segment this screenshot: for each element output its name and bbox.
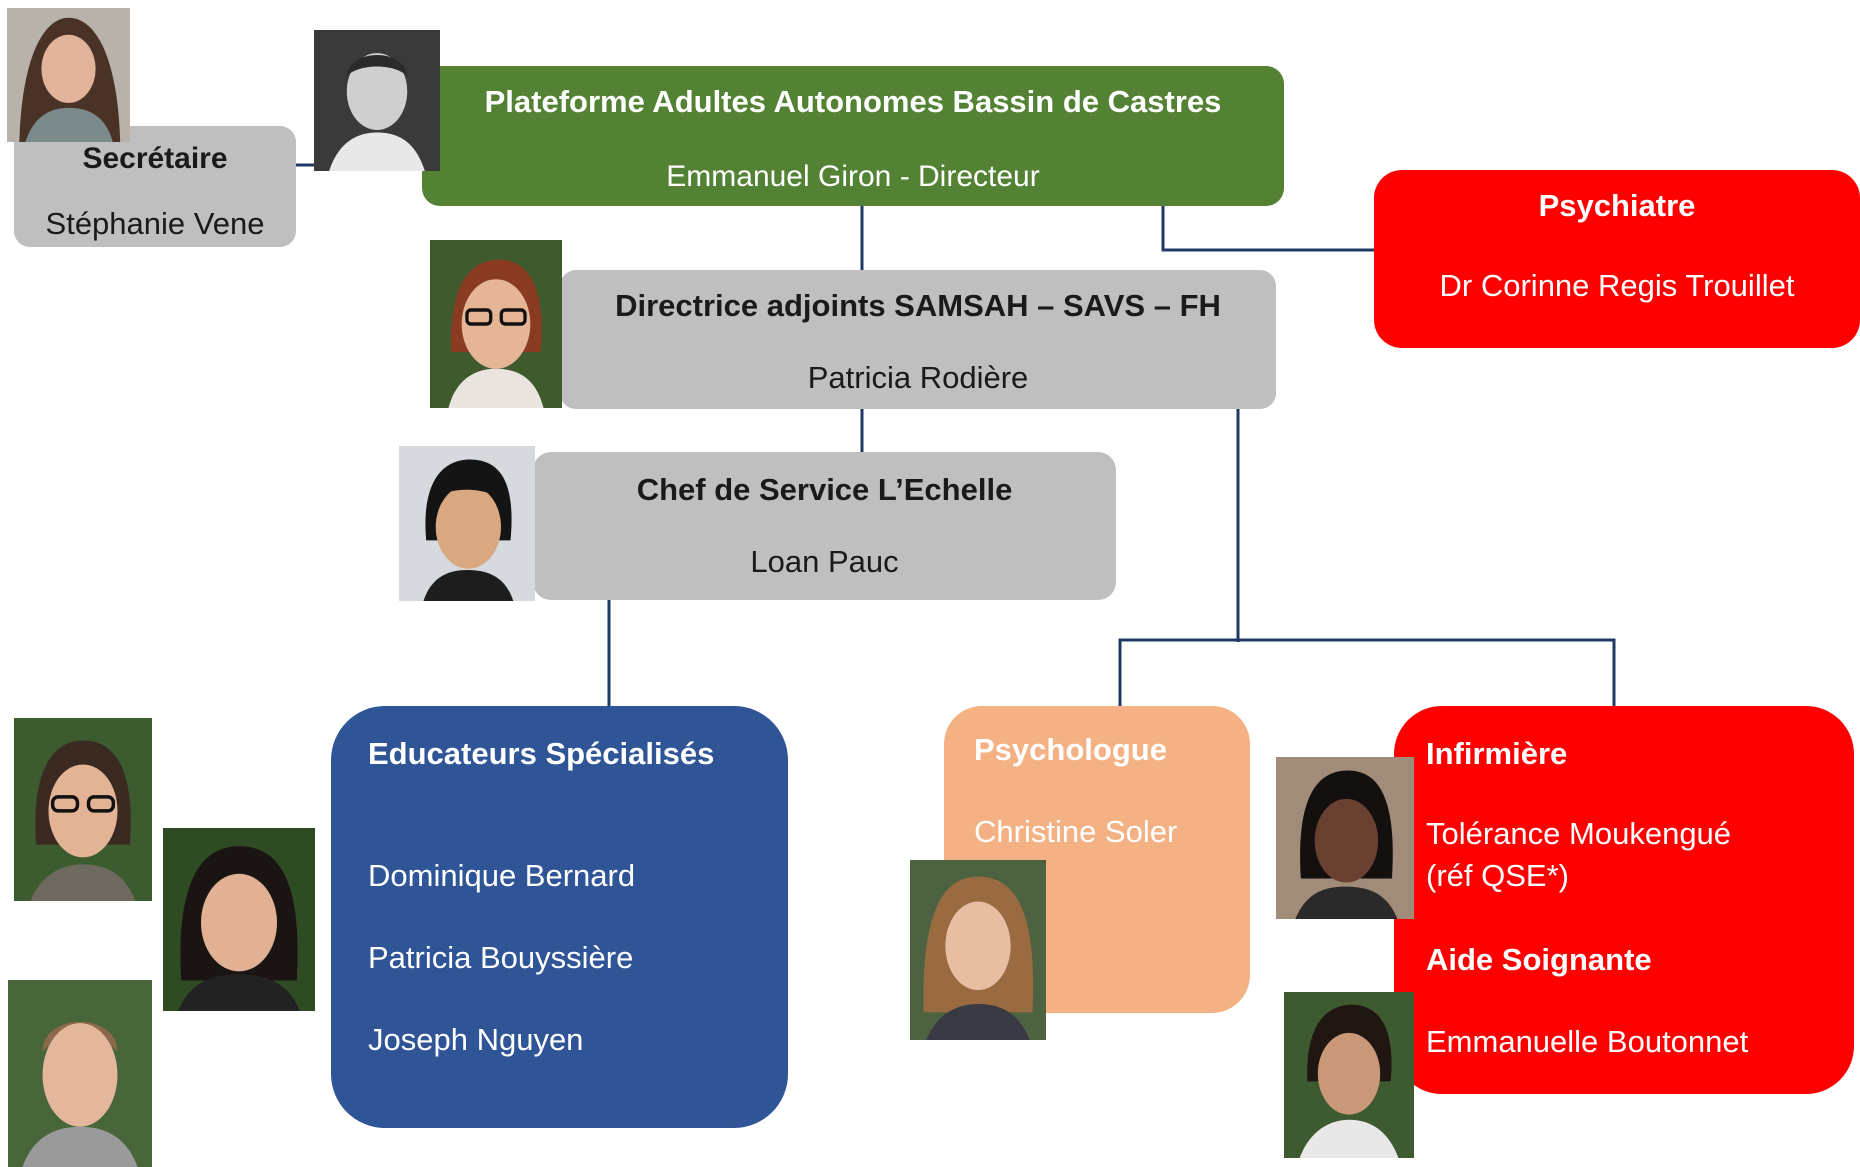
chief-of-service-title: Chef de Service L’Echelle bbox=[636, 472, 1013, 507]
educator-member: Joseph Nguyen bbox=[368, 1022, 584, 1057]
director-name: Emmanuel Giron - Directeur bbox=[666, 160, 1040, 193]
educator-photo bbox=[8, 980, 152, 1167]
care-assistant-title: Aide Soignante bbox=[1426, 942, 1652, 977]
director-title: Plateforme Adultes Autonomes Bassin de C… bbox=[484, 84, 1222, 119]
chief-of-service-photo bbox=[399, 446, 535, 601]
deputy-director-title: Directrice adjoints SAMSAH – SAVS – FH bbox=[615, 288, 1221, 323]
secretary-box: Secrétaire Stéphanie Vene bbox=[14, 126, 296, 247]
psychologist-title: Psychologue bbox=[974, 732, 1167, 767]
educators-title: Educateurs Spécialisés bbox=[368, 736, 715, 771]
psychiatrist-name: Dr Corinne Regis Trouillet bbox=[1439, 268, 1795, 303]
nurse-photo bbox=[1276, 757, 1414, 919]
deputy-director-box: Directrice adjoints SAMSAH – SAVS – FH P… bbox=[560, 270, 1276, 409]
secretary-photo bbox=[7, 8, 130, 142]
educator-photo bbox=[163, 828, 315, 1011]
secretary-name: Stéphanie Vene bbox=[45, 206, 265, 241]
care-assistant-name: Emmanuelle Boutonnet bbox=[1426, 1024, 1749, 1059]
psychologist-name: Christine Soler bbox=[974, 814, 1178, 849]
director-box: Plateforme Adultes Autonomes Bassin de C… bbox=[422, 66, 1284, 206]
educator-member: Patricia Bouyssière bbox=[368, 940, 634, 975]
chief-of-service-box: Chef de Service L’Echelle Loan Pauc bbox=[533, 452, 1116, 600]
educators-box: Educateurs Spécialisés Dominique Bernard… bbox=[331, 706, 788, 1128]
psychiatrist-box: Psychiatre Dr Corinne Regis Trouillet bbox=[1374, 170, 1860, 348]
nursing-box: Infirmière Tolérance Moukengué (réf QSE*… bbox=[1394, 706, 1854, 1094]
nurse-name: Tolérance Moukengué bbox=[1426, 816, 1732, 851]
psychiatrist-title: Psychiatre bbox=[1538, 188, 1696, 223]
nurse-title: Infirmière bbox=[1426, 736, 1568, 771]
psychologist-box: Psychologue Christine Soler bbox=[944, 706, 1250, 1013]
nurse-note: (réf QSE*) bbox=[1426, 858, 1569, 893]
director-photo bbox=[314, 30, 440, 171]
secretary-title: Secrétaire bbox=[82, 142, 228, 175]
deputy-director-name: Patricia Rodière bbox=[807, 360, 1029, 395]
educator-photo bbox=[14, 718, 152, 901]
educator-member: Dominique Bernard bbox=[368, 858, 636, 893]
deputy-director-photo bbox=[430, 240, 562, 408]
care-assistant-photo bbox=[1284, 992, 1414, 1158]
chief-of-service-name: Loan Pauc bbox=[750, 544, 899, 579]
psychologist-photo bbox=[910, 860, 1046, 1040]
